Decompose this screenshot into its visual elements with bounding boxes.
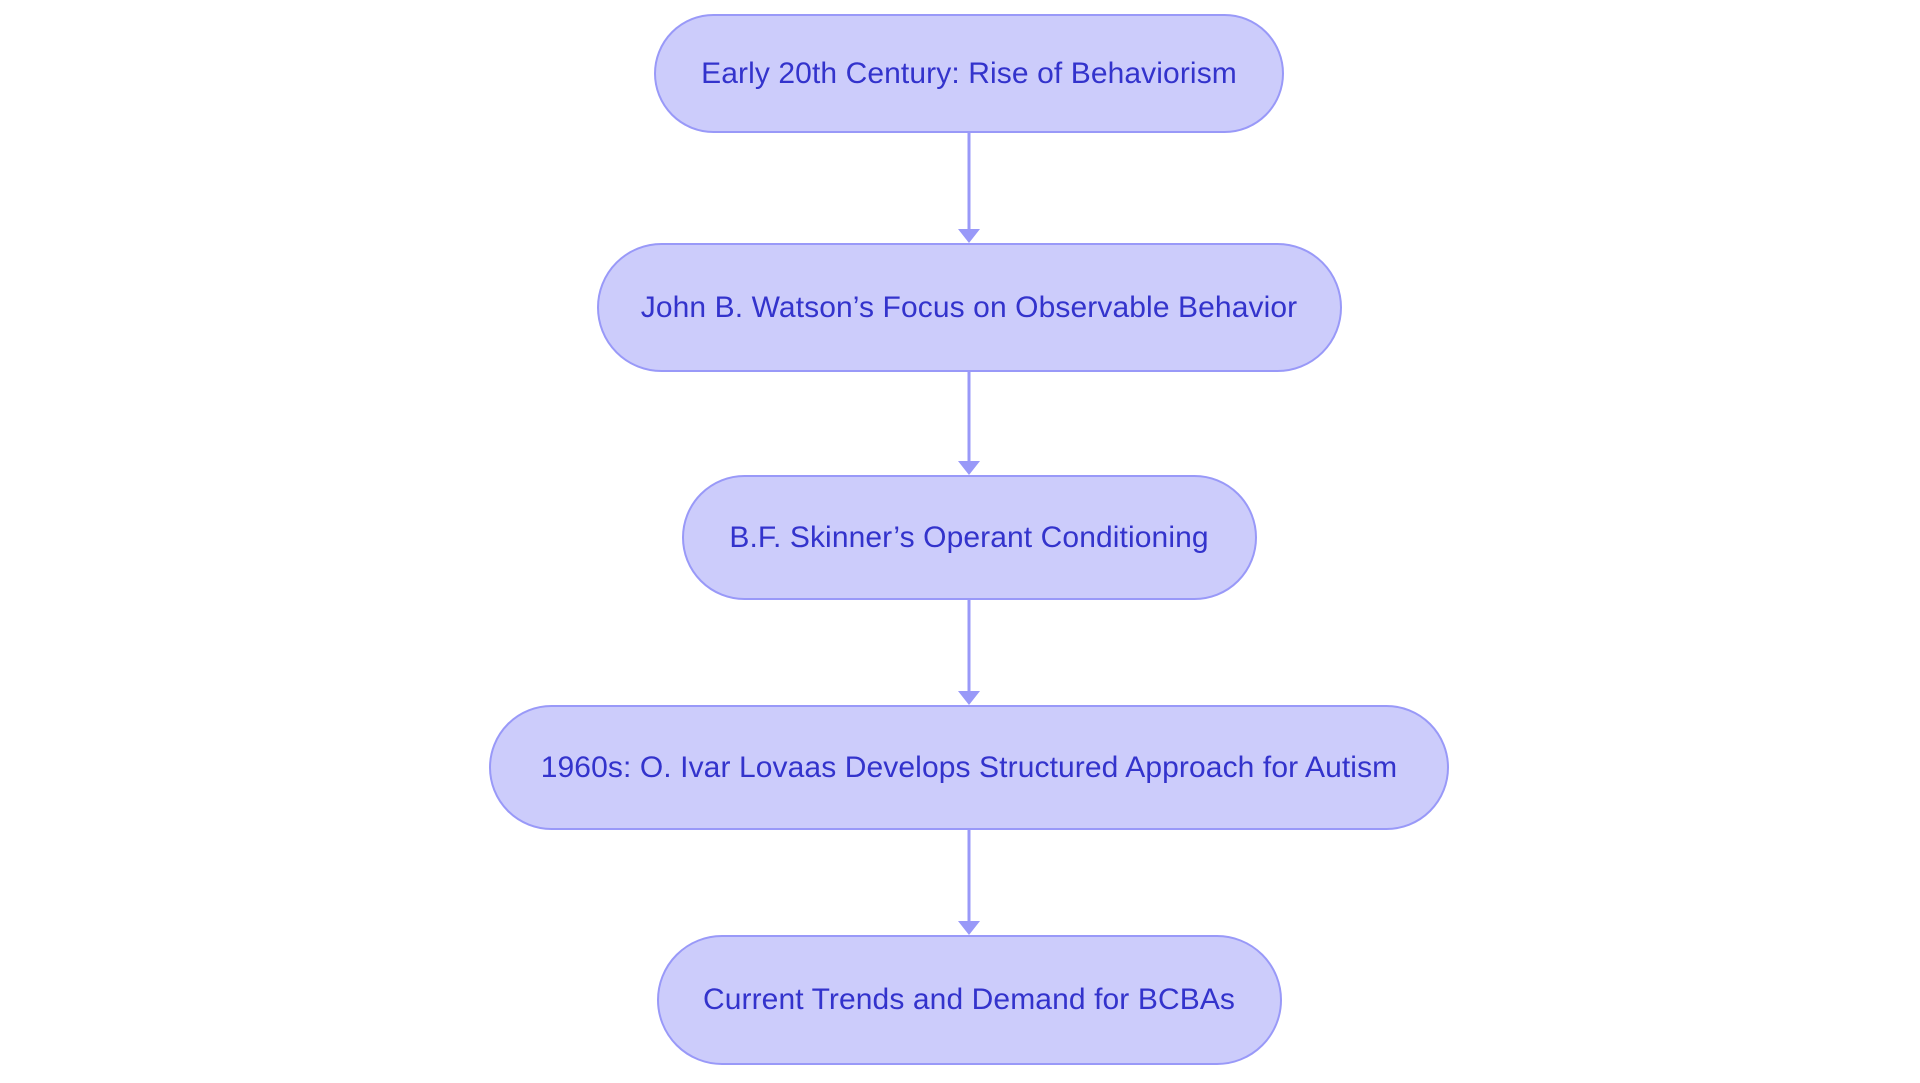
flowchart-node-4[interactable]: 1960s: O. Ivar Lovaas Develops Structure… [489,705,1449,830]
arrow-down-icon [958,691,980,705]
connector-line-3 [967,600,971,694]
flowchart-node-5-label: Current Trends and Demand for BCBAs [702,983,1236,1016]
flowchart-node-3[interactable]: B.F. Skinner’s Operant Conditioning [681,475,1257,600]
arrow-down-icon [958,461,980,475]
flowchart-node-1-label: Early 20th Century: Rise of Behaviorism [701,56,1237,90]
connector-line-4 [967,830,971,924]
flowchart-node-3-label: B.F. Skinner’s Operant Conditioning [729,520,1209,554]
flowchart-node-4-label: 1960s: O. Ivar Lovaas Develops Structure… [540,750,1398,784]
arrow-down-icon [958,921,980,935]
flowchart-connector-1 [949,133,989,243]
flowchart-node-1[interactable]: Early 20th Century: Rise of Behaviorism [654,14,1284,133]
flowchart-connector-2 [949,372,989,475]
flowchart-node-2[interactable]: John B. Watson’s Focus on Observable Beh… [596,243,1342,372]
flowchart-node-2-label: John B. Watson’s Focus on Observable Beh… [640,290,1298,324]
flowchart-node-5[interactable]: Current Trends and Demand for BCBAs [656,935,1282,1065]
flowchart-connector-4 [949,830,989,935]
arrow-down-icon [958,229,980,243]
connector-line-1 [967,133,971,232]
flowchart-connector-3 [949,600,989,705]
connector-line-2 [967,372,971,464]
